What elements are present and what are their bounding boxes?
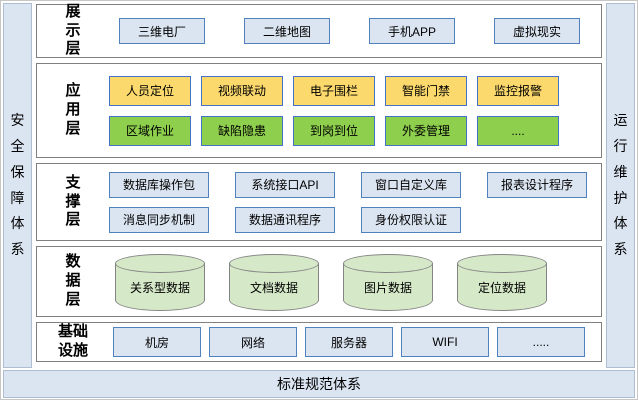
layer-content: 数据库操作包系统接口API 窗口自定义库报表设计程序消息同步机制数据通讯程序身份权… bbox=[109, 164, 601, 240]
item-box: 缺陷隐患 bbox=[201, 115, 283, 146]
layer-row: 关系型数据文档数据图片数据定位数据 bbox=[109, 252, 601, 311]
item-box: 到岗到位 bbox=[293, 115, 375, 146]
left-bar-security-system: 安全保障体系 bbox=[3, 3, 32, 368]
layer-row: 机房网络服务器 WIFI..... bbox=[109, 327, 601, 357]
layer-row: 三维电厂 二维地图 手机APP 虚拟现实 bbox=[109, 18, 601, 44]
item-box: 消息同步机制 bbox=[109, 206, 209, 233]
item-box: 窗口自定义库 bbox=[361, 171, 461, 198]
bottom-bar-standards-system: 标准规范体系 bbox=[3, 370, 635, 398]
layer-content: 三维电厂 二维地图 手机APP 虚拟现实 bbox=[109, 5, 601, 57]
item-box: 视频联动 bbox=[201, 75, 283, 106]
item-box: 监控报警 bbox=[477, 75, 559, 106]
item-box: 网络 bbox=[209, 327, 297, 357]
layer-support: 支撑层 数据库操作包系统接口API 窗口自定义库报表设计程序消息同步机制数据通讯程… bbox=[36, 163, 602, 241]
item-box: WIFI bbox=[401, 327, 489, 357]
layer-content: 人员定位视频联动电子围栏智能门禁监控报警区域作业缺陷隐患到岗到位外委管理.... bbox=[109, 64, 601, 157]
item-box: 系统接口API bbox=[235, 171, 335, 198]
item-box: 数据通讯程序 bbox=[235, 206, 335, 233]
layer-application: 应用层 人员定位视频联动电子围栏智能门禁监控报警区域作业缺陷隐患到岗到位外委管理… bbox=[36, 63, 602, 158]
item-box: 手机APP bbox=[369, 18, 455, 44]
left-bar-label: 安全保障体系 bbox=[10, 111, 25, 258]
layer-content: 关系型数据文档数据图片数据定位数据 bbox=[109, 247, 601, 316]
layer-infrastructure: 基础设施 机房网络服务器 WIFI..... bbox=[36, 322, 602, 362]
item-box: 三维电厂 bbox=[119, 18, 205, 44]
layer-row: 区域作业缺陷隐患到岗到位外委管理.... bbox=[109, 115, 601, 146]
item-box: .... bbox=[477, 115, 559, 146]
layer-presentation: 展示层 三维电厂 二维地图 手机APP 虚拟现实 bbox=[36, 2, 602, 58]
layer-data: 数据层 关系型数据文档数据图片数据定位数据 bbox=[36, 246, 602, 317]
item-box: 报表设计程序 bbox=[487, 171, 587, 198]
layer-row: 数据库操作包系统接口API 窗口自定义库报表设计程序 bbox=[109, 171, 601, 198]
item-box: 外委管理 bbox=[385, 115, 467, 146]
bottom-bar-label: 标准规范体系 bbox=[277, 376, 361, 392]
database-cylinder: 文档数据 bbox=[229, 254, 319, 311]
layer-stack: 展示层 三维电厂 二维地图 手机APP 虚拟现实 应用层 人员定位视频联动电子围栏智能… bbox=[36, 2, 602, 362]
layer-content: 机房网络服务器 WIFI..... bbox=[109, 323, 601, 361]
layer-label: 展示层 bbox=[65, 2, 81, 58]
item-box: 二维地图 bbox=[244, 18, 330, 44]
item-box: 区域作业 bbox=[109, 115, 191, 146]
database-cylinder: 关系型数据 bbox=[115, 254, 205, 311]
layer-label: 数据层 bbox=[65, 253, 81, 308]
item-box: 服务器 bbox=[305, 327, 393, 357]
right-bar-operations-system: 运行维护体系 bbox=[606, 3, 635, 368]
layer-label: 应用层 bbox=[65, 82, 81, 137]
database-cylinder: 定位数据 bbox=[457, 254, 547, 311]
layer-row: 人员定位视频联动电子围栏智能门禁监控报警 bbox=[109, 75, 601, 106]
item-box: 人员定位 bbox=[109, 75, 191, 106]
layer-row: 消息同步机制数据通讯程序身份权限认证 bbox=[109, 206, 601, 233]
item-box: 虚拟现实 bbox=[494, 18, 580, 44]
item-box: 智能门禁 bbox=[385, 75, 467, 106]
database-cylinder: 图片数据 bbox=[343, 254, 433, 311]
right-bar-label: 运行维护体系 bbox=[613, 111, 628, 258]
layer-label: 支撑层 bbox=[65, 173, 81, 229]
item-box: 身份权限认证 bbox=[361, 206, 461, 233]
item-box: 电子围栏 bbox=[293, 75, 375, 106]
item-box: 机房 bbox=[113, 327, 201, 357]
item-box: ..... bbox=[497, 327, 585, 357]
item-box: 数据库操作包 bbox=[109, 171, 209, 198]
layer-label: 基础设施 bbox=[57, 323, 88, 359]
